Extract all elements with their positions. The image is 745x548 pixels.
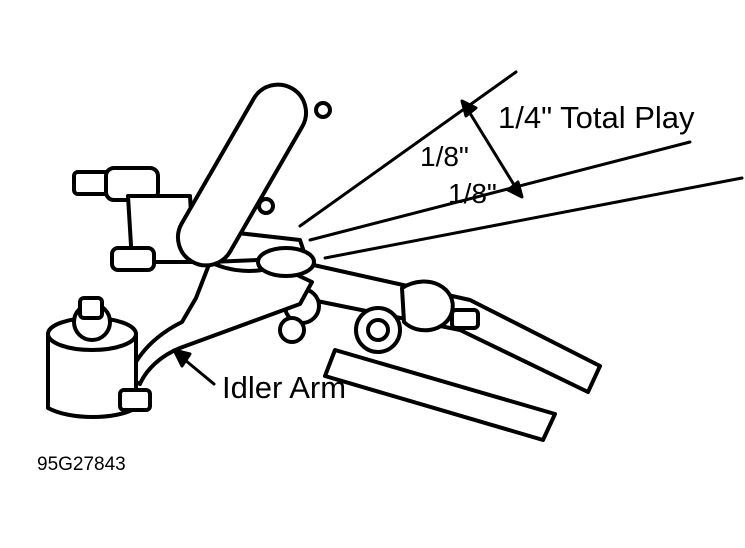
bracket-hole-upper <box>314 101 332 119</box>
ball-socket-left <box>46 296 152 419</box>
idler-arm <box>126 82 332 386</box>
rod-end-socket <box>400 279 455 333</box>
total-play-label: 1/4" Total Play <box>498 100 695 135</box>
idler-arm-leader <box>172 348 216 386</box>
grease-fitting-left <box>118 388 152 412</box>
bracket-hole-lower <box>257 197 275 215</box>
idler-bracket-plate <box>176 82 308 268</box>
reference-line-upper <box>298 70 518 228</box>
leader-arrowhead <box>172 348 192 368</box>
reference-line-lower <box>323 176 744 260</box>
stud-top <box>78 296 104 320</box>
arrowhead-top <box>460 99 478 118</box>
bolt-bottom-left <box>110 246 156 272</box>
lower-eighth-label: 1/8" <box>448 178 497 209</box>
total-play-arrow <box>460 99 524 199</box>
idler-arm-body <box>126 260 314 386</box>
steering-linkage <box>278 260 602 442</box>
castle-nut-lower <box>278 316 306 344</box>
lower-rod <box>323 348 557 442</box>
idler-arm-label: Idler Arm <box>222 370 347 405</box>
figure-code: 95G27843 <box>37 454 126 475</box>
play-reference-lines <box>298 70 744 260</box>
arrowhead-bottom <box>506 180 524 199</box>
pivot-boss <box>256 246 316 278</box>
grease-fitting-right <box>450 308 480 330</box>
ball-joint-right <box>354 306 402 354</box>
reference-line-middle <box>308 140 692 242</box>
upper-eighth-label: 1/8" <box>420 141 469 172</box>
